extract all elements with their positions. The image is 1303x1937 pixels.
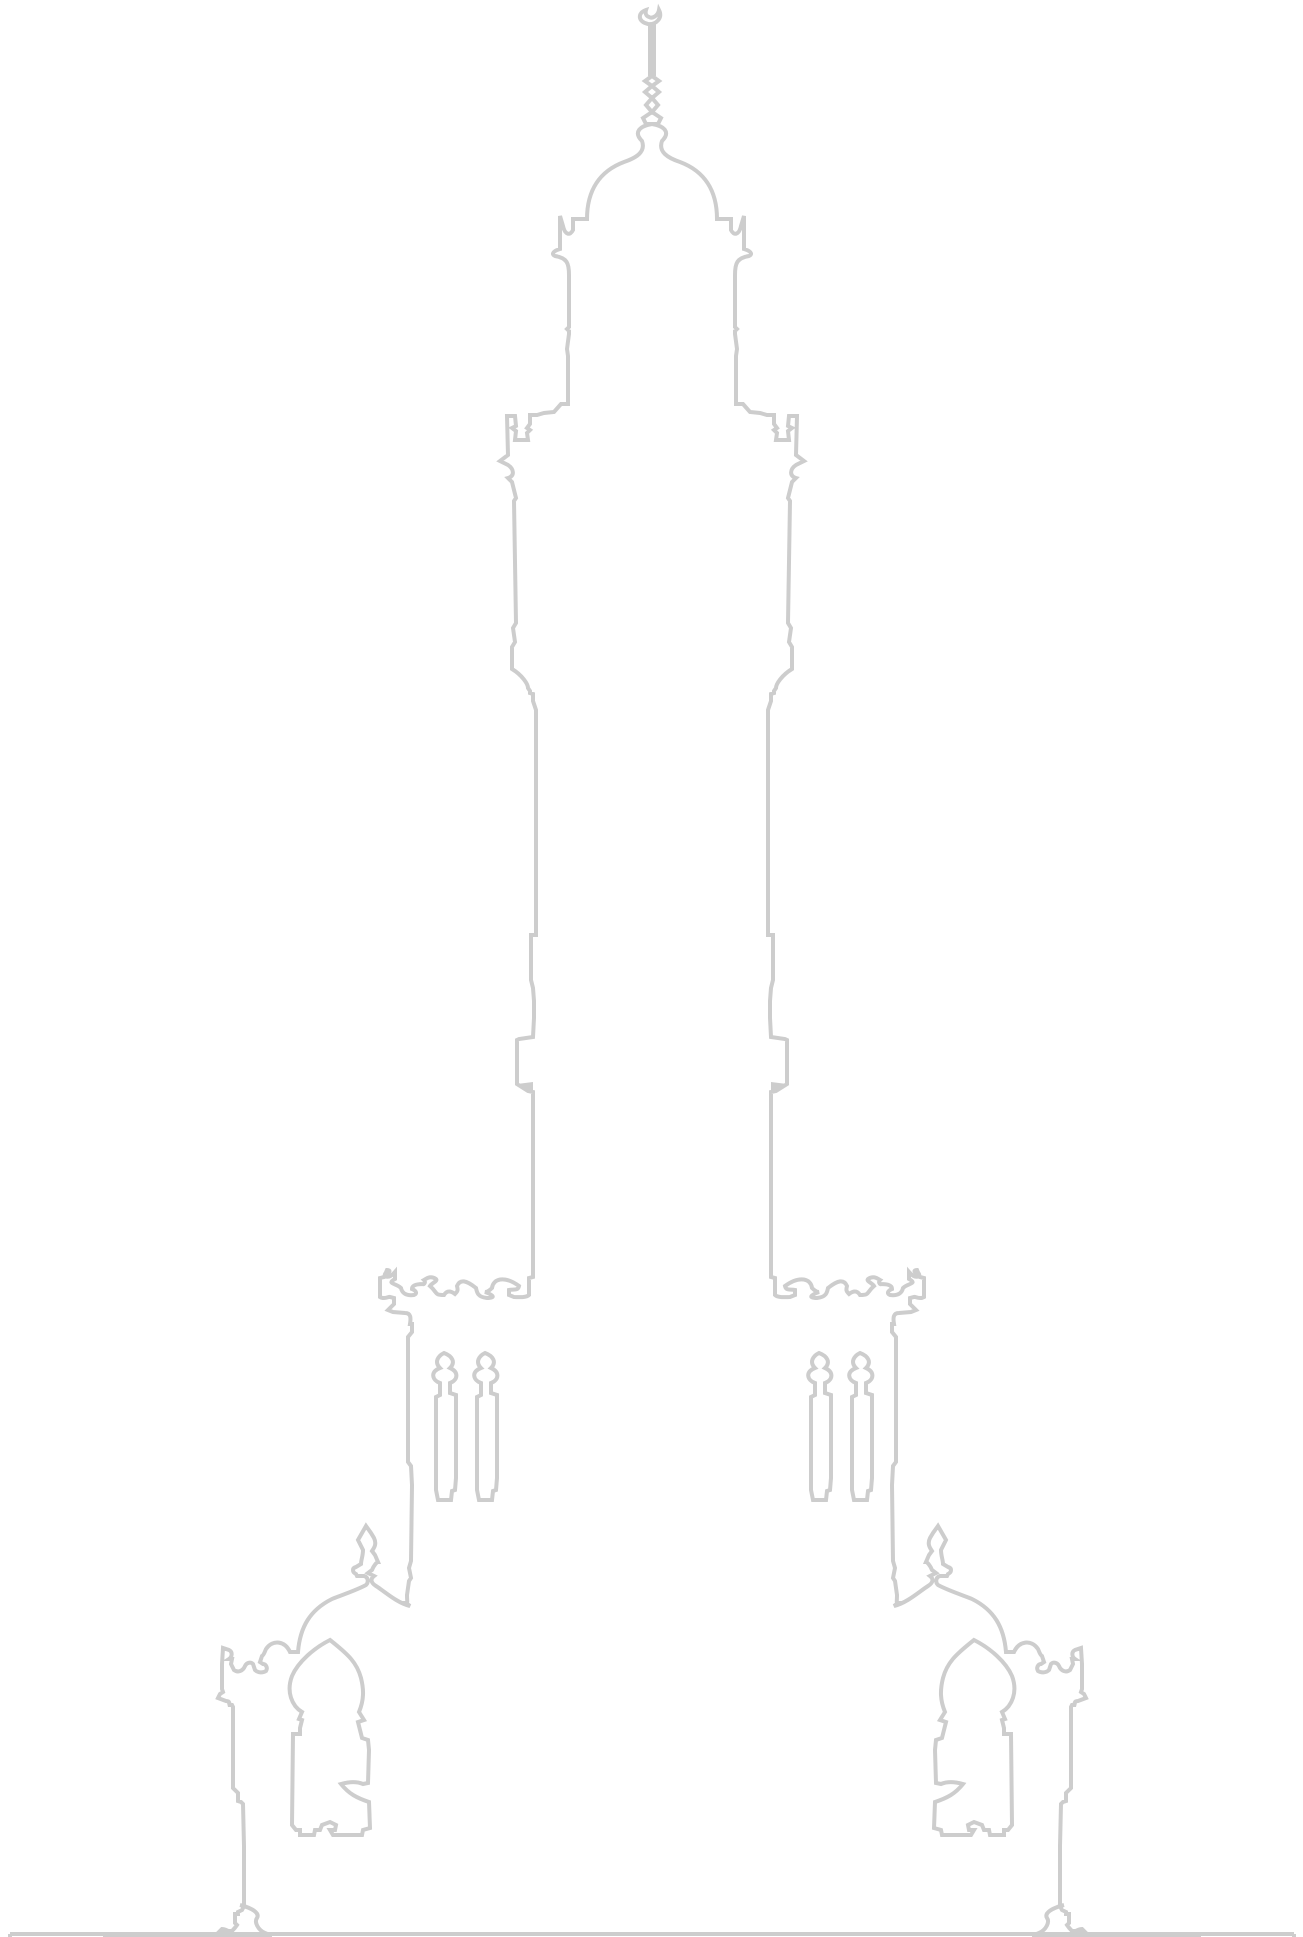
stepped-base bbox=[8, 1903, 1296, 1937]
finial-beads bbox=[640, 73, 664, 126]
finial bbox=[637, 3, 664, 126]
window-upper-left-2 bbox=[472, 1350, 500, 1502]
window-upper-right-2 bbox=[847, 1350, 875, 1502]
arch-window-left bbox=[287, 1637, 373, 1837]
arch-window-right bbox=[931, 1637, 1017, 1837]
lower-arches bbox=[287, 1637, 1017, 1837]
minaret-body-outline bbox=[215, 122, 1089, 1937]
window-upper-right-1 bbox=[806, 1350, 834, 1502]
window-upper-left-1 bbox=[431, 1350, 459, 1502]
upper-gallery-base-right bbox=[771, 1082, 787, 1092]
crescent-icon bbox=[637, 3, 663, 27]
upper-windows bbox=[431, 1350, 875, 1502]
finial-rod bbox=[648, 24, 656, 76]
upper-gallery-base-left bbox=[517, 1082, 533, 1092]
